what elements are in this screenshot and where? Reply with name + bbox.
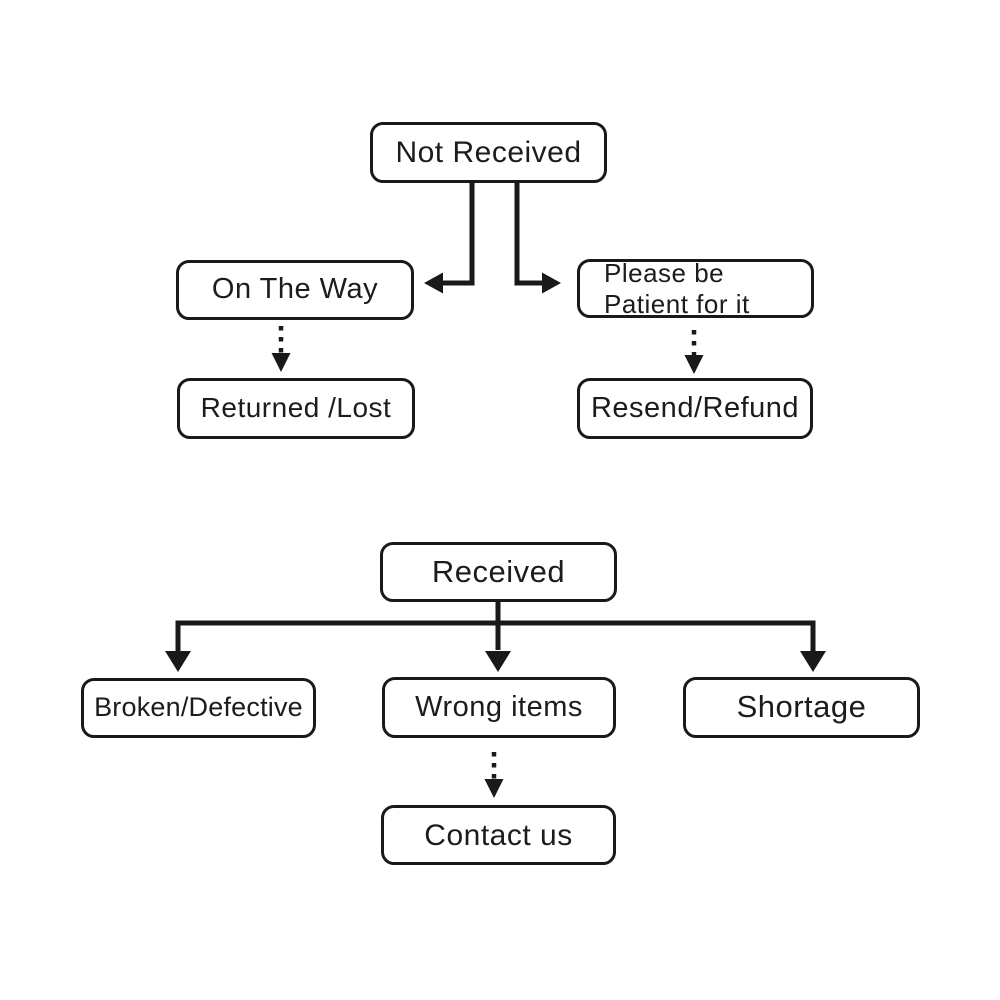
edge-line (514, 183, 544, 286)
node-broken-defective: Broken/Defective (81, 678, 316, 738)
node-label: Please be Patient for it (604, 257, 750, 319)
branch-bar-line (175, 620, 816, 652)
edge-received-branch (165, 602, 826, 672)
node-label: Not Received (395, 136, 582, 169)
edge-on-the-way-to-returned-lost (271, 326, 291, 372)
arrowhead-down-icon (271, 353, 291, 372)
edge-line (441, 183, 475, 286)
node-received: Received (380, 542, 617, 602)
node-label: Broken/Defective (94, 692, 303, 723)
arrowhead-right-icon (542, 272, 561, 294)
node-label: Received (431, 553, 566, 589)
node-returned-lost: Returned /Lost (177, 378, 415, 439)
node-label: Returned /Lost (200, 392, 392, 424)
node-contact-us: Contact us (381, 805, 616, 865)
node-shortage: Shortage (683, 677, 920, 738)
arrowhead-left-icon (424, 272, 443, 294)
node-on-the-way: On The Way (176, 260, 414, 320)
arrowhead-broken-defective-icon (165, 651, 191, 672)
edge-please-be-patient-to-resend-refund (684, 330, 704, 374)
node-label: Shortage (736, 689, 867, 725)
node-label: On The Way (211, 273, 379, 306)
node-resend-refund: Resend/Refund (577, 378, 813, 439)
node-label: Resend/Refund (590, 391, 800, 424)
arrowhead-shortage-icon (800, 651, 826, 672)
edge-not-received-to-on-the-way (424, 183, 475, 294)
node-label: Contact us (424, 818, 573, 852)
edge-not-received-to-please-be-patient (514, 183, 561, 294)
node-wrong-items: Wrong items (382, 677, 616, 738)
node-label: Wrong items (415, 690, 583, 723)
node-please-be-patient: Please be Patient for it (577, 257, 814, 319)
edge-wrong-items-to-contact-us (484, 752, 504, 798)
arrowhead-down-icon (684, 355, 704, 374)
arrowhead-down-icon (484, 779, 504, 798)
arrowhead-wrong-items-icon (485, 651, 511, 672)
node-not-received: Not Received (370, 122, 607, 183)
